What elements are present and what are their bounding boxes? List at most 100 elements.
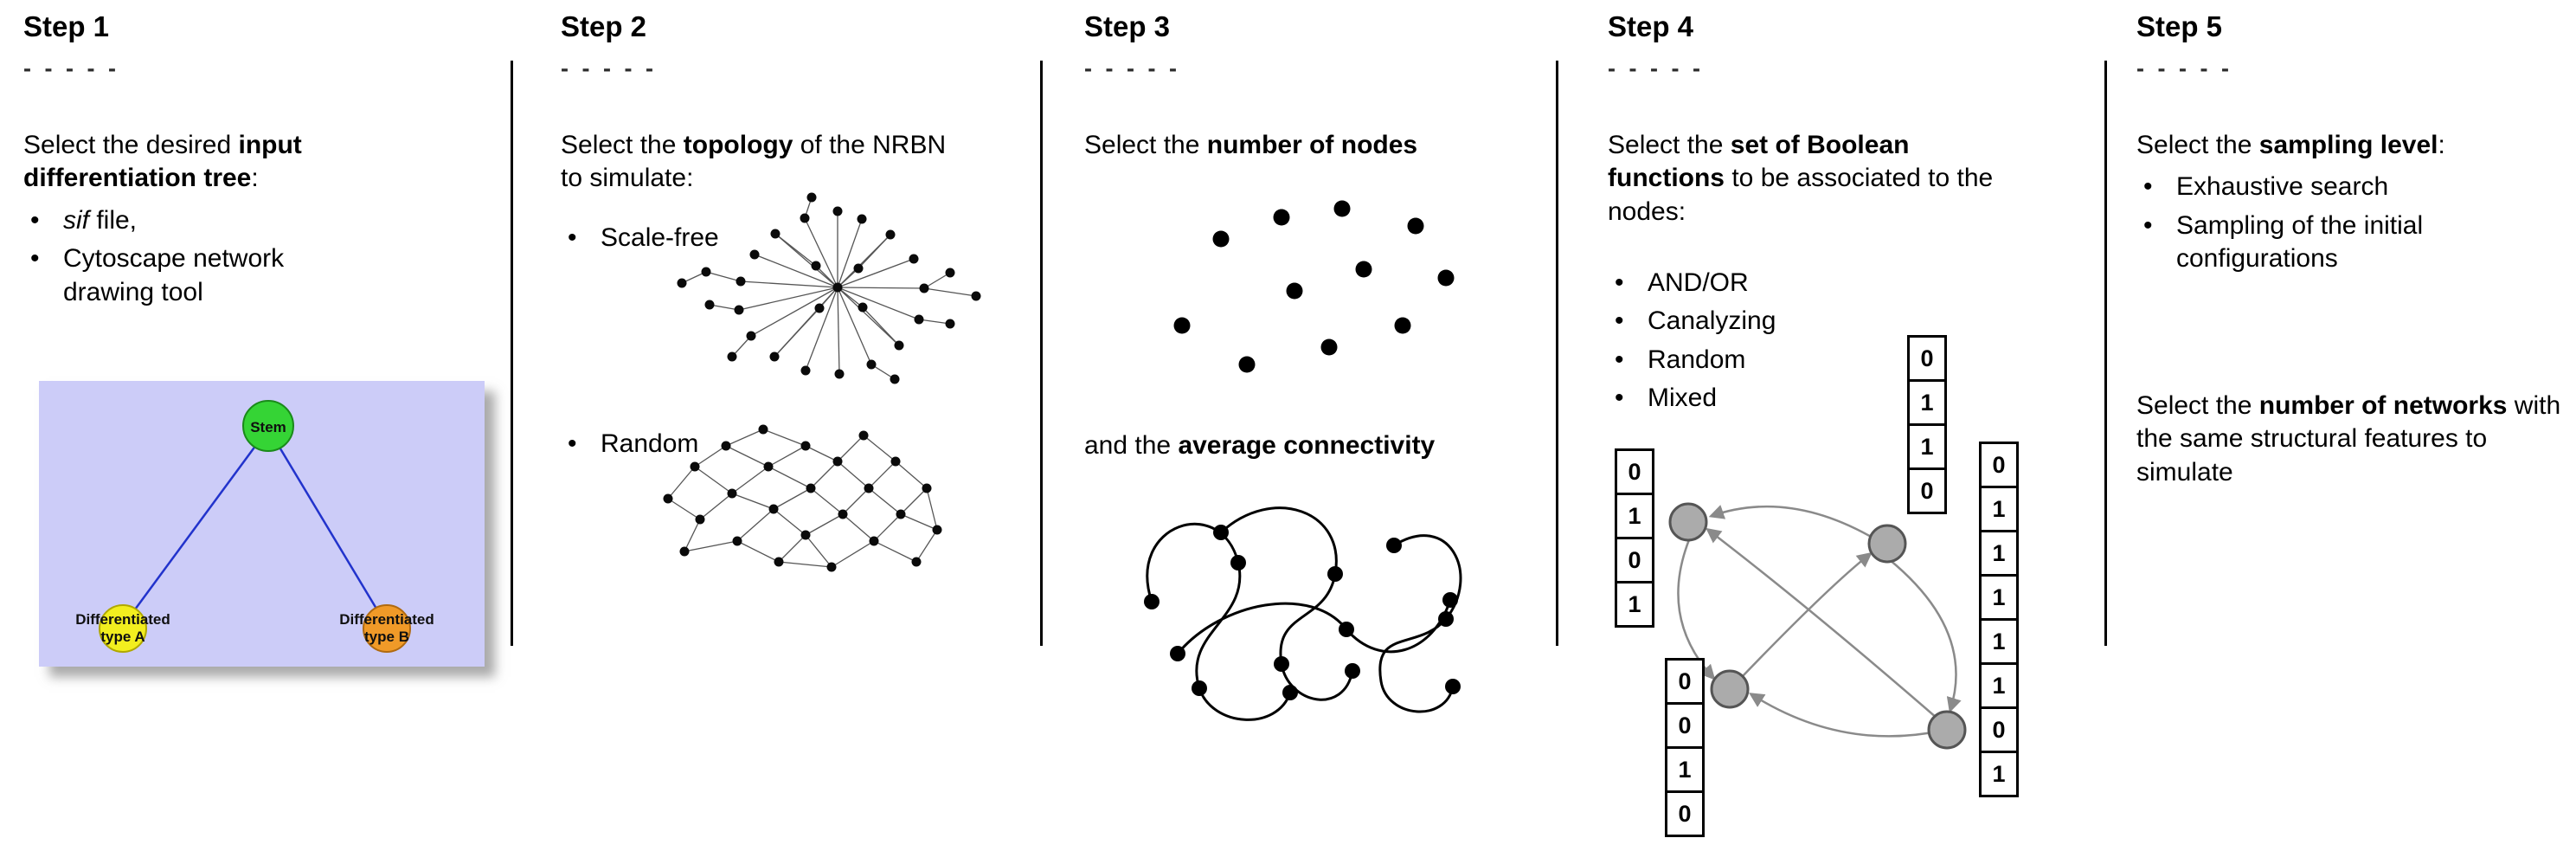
boolean-nodes — [1668, 502, 1967, 750]
andor-label: AND/OR — [1648, 268, 1749, 297]
step1-title: Step 1 — [23, 10, 110, 42]
bullet-icon: • — [1615, 384, 1624, 413]
step1-bullet-sif: • sif file, — [23, 204, 495, 237]
step5-dashes: - - - - - — [2136, 55, 2232, 81]
step5-bullet-exhaustive: •Exhaustive search — [2136, 171, 2565, 203]
truth-table-cell: 1 — [1979, 574, 2019, 621]
canalyzing-label: Canalyzing — [1648, 306, 1776, 336]
column-divider-3 — [1556, 61, 1558, 646]
bullet-icon: • — [2143, 210, 2153, 240]
truth-table-cell: 1 — [1615, 581, 1654, 628]
step5-column: Step 5 - - - - - Select the sampling lev… — [2136, 0, 2565, 851]
step1-bullet-cytoscape-text: Cytoscape network drawing tool — [63, 244, 285, 306]
truth-table-cell: 0 — [1665, 702, 1705, 749]
random-network-nodes — [663, 424, 942, 572]
step3-column: Step 3 - - - - - Select the number of no… — [1084, 0, 1556, 851]
truth-table-cell: 0 — [1907, 335, 1947, 382]
differentiation-tree-image: Stem Differentiated type A Differentiate… — [39, 381, 485, 667]
step1-dashes: - - - - - — [23, 55, 119, 81]
tangle-dots — [1144, 525, 1461, 700]
column-divider-1 — [511, 61, 513, 646]
truth-table-cell: 1 — [1979, 751, 2019, 797]
step3-intro: Select the number of nodes — [1084, 129, 1556, 162]
truth-table-cell: 1 — [1979, 662, 2019, 709]
truth-table-cell: 1 — [1979, 486, 2019, 532]
tangle-curves — [1146, 506, 1462, 721]
nodes-dots-graphic — [1173, 200, 1455, 373]
scale-free-network-nodes — [677, 192, 981, 384]
step2-bullet-scalefree: • Scale-free — [561, 223, 719, 253]
truth-table-cell: 1 — [1907, 379, 1947, 426]
boolean-network-diagram: 0 1 0 1 0 1 1 0 0 0 1 0 0 1 1 1 — [1608, 327, 2032, 851]
differentiation-tree-graphic: Stem Differentiated type A Differentiate… — [39, 381, 485, 667]
step3-dashes: - - - - - — [1084, 55, 1180, 81]
truth-table-cell: 0 — [1665, 658, 1705, 705]
truth-table-cell: 1 — [1979, 618, 2019, 665]
step5-networks-text: Select the number of networks with the s… — [2136, 390, 2569, 489]
step5-intro: Select the sampling level: — [2136, 129, 2565, 162]
connectivity-tangle-graphic — [1144, 506, 1462, 721]
step5-intro-post: : — [2438, 131, 2445, 159]
step4-bullet-andor: • AND/OR — [1608, 267, 1776, 300]
truth-table-cell: 0 — [1979, 706, 2019, 753]
type-a-label-line1: Differentiated — [75, 611, 170, 628]
truth-table-top: 0 1 1 0 — [1907, 335, 1947, 514]
step3-second-bold: average connectivity — [1178, 431, 1436, 460]
step4-bullet-random: • Random — [1608, 344, 1776, 377]
sif-rest: file, — [89, 205, 138, 235]
bullet-icon: • — [1615, 345, 1624, 374]
step3-intro-pre: Select the — [1084, 131, 1207, 159]
random-label: Random — [601, 429, 699, 458]
bullet-icon: • — [1615, 268, 1624, 297]
step3-intro-bold: number of nodes — [1206, 131, 1418, 159]
bullet-icon: • — [30, 244, 40, 274]
mixed-label: Mixed — [1648, 384, 1718, 413]
stem-label: Stem — [250, 419, 286, 435]
step2-intro: Select the topology of the NRBN to simul… — [561, 129, 959, 196]
random-network-graphic — [663, 424, 942, 572]
bullet-icon: • — [568, 223, 577, 252]
step5-second-bold: number of networks — [2258, 391, 2508, 420]
step1-intro: Select the desired input differentiation… — [23, 129, 439, 196]
truth-table-cell: 0 — [1907, 467, 1947, 514]
truth-table-bottom-left: 0 0 1 0 — [1665, 658, 1705, 837]
random-functions-label: Random — [1648, 345, 1746, 374]
step3-title: Step 3 — [1084, 10, 1171, 42]
scattered-nodes — [1173, 200, 1455, 373]
truth-table-cell: 1 — [1907, 423, 1947, 470]
boolean-network-graphic — [1668, 502, 1967, 750]
step2-bullet-random: • Random — [561, 429, 698, 459]
boolean-node — [1710, 669, 1750, 709]
step4-bullet-list: • AND/OR • Canalyzing • Random • Mixed — [1608, 261, 1776, 416]
step1-intro-pre: Select the desired — [23, 131, 239, 159]
step4-intro: Select the set of Boolean functions to b… — [1608, 129, 2014, 229]
step4-bullet-canalyzing: • Canalyzing — [1608, 305, 1776, 338]
exhaustive-label: Exhaustive search — [2176, 172, 2389, 202]
step3-second-text: and the average connectivity — [1084, 431, 1435, 461]
boolean-node — [1668, 502, 1708, 542]
stem-node — [242, 400, 294, 452]
step5-intro-pre: Select the — [2136, 131, 2259, 159]
step5-bullet-sampling: •Sampling of the initial configurations — [2136, 210, 2565, 276]
step3-second-pre: and the — [1084, 431, 1179, 460]
type-b-label-line2: type B — [364, 629, 409, 645]
sif-italic: sif — [63, 205, 89, 235]
truth-table-cell: 1 — [1979, 530, 2019, 577]
bullet-icon: • — [30, 205, 40, 235]
bullet-icon: • — [1615, 306, 1624, 336]
column-divider-4 — [2104, 61, 2107, 646]
step4-column: Step 4 - - - - - Select the set of Boole… — [1608, 0, 2092, 851]
step4-dashes: - - - - - — [1608, 55, 1704, 81]
step1-intro-post: : — [251, 164, 259, 193]
step2-dashes: - - - - - — [561, 55, 657, 81]
step2-column: Step 2 - - - - - Select the topology of … — [561, 0, 1028, 851]
step5-title: Step 5 — [2136, 10, 2223, 42]
step1-intro-bold: input differentiation tree — [23, 131, 302, 193]
truth-table-cell: 0 — [1665, 790, 1705, 837]
step2-intro-bold: topology — [683, 131, 793, 159]
type-a-label-line2: type A — [100, 629, 145, 645]
step4-intro-post: to be associated to the nodes: — [1608, 164, 1994, 226]
step1-bullet-cytoscape: • Cytoscape network drawing tool — [23, 242, 495, 309]
step4-intro-pre: Select the — [1608, 131, 1731, 159]
